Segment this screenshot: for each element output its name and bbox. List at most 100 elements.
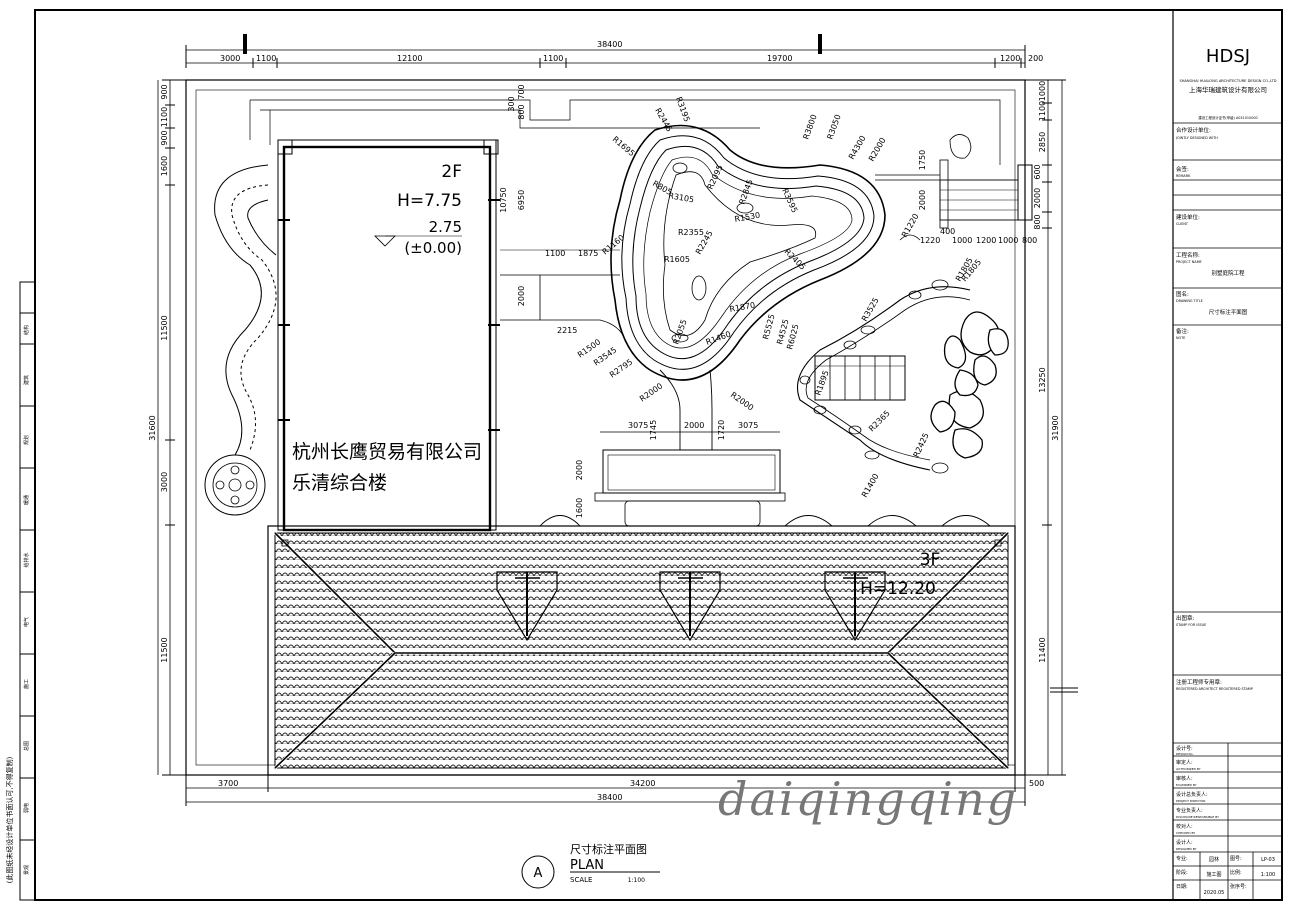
approval-label: 会签: [1176, 165, 1189, 173]
dim-right: 600 [1033, 164, 1042, 179]
row-label-en: PROJECT DIRECTOR [1176, 799, 1205, 803]
row-label: 审核人: [1176, 775, 1193, 782]
dim-right: 11400 [1038, 637, 1047, 662]
dim-radius: R3050 [825, 113, 842, 140]
strip-cell: 规划 [23, 435, 30, 445]
dim-right: 13250 [1038, 367, 1047, 392]
approval-label-en: REMARK [1176, 174, 1191, 178]
floor2-height: H=7.75 [397, 191, 462, 211]
dim-radius: R3105 [668, 191, 695, 204]
dim-interior: 3075 [738, 421, 758, 430]
dim-interior: 1220 [920, 236, 940, 245]
dim-radius: R1695 [611, 135, 637, 159]
dim-interior: 2000 [517, 286, 526, 306]
drawing-title-en: PLAN [570, 858, 604, 873]
scale-label-tb: 比例: [1230, 869, 1242, 876]
project-label: 工程名称: [1176, 251, 1200, 259]
strip-cell: 施工 [23, 679, 30, 689]
dim-radius: R3595 [780, 187, 799, 214]
strip-cell: 电气 [23, 617, 30, 627]
note-label: 备注: [1176, 327, 1189, 335]
dim-radius: R1460 [705, 330, 732, 347]
dim-radius: R4300 [847, 134, 868, 161]
dim-right: 2850 [1038, 132, 1047, 152]
stamp-label: 出图章: [1176, 614, 1195, 622]
left-strip: 结构 建筑 规划 暖通 给排水 电气 施工 总图 弱电 景观 (此图纸未经设计单… [5, 281, 36, 901]
title-block-text: HDSJ SHANGHAI HUALONG ARCHITECTURE DESIG… [1175, 46, 1277, 896]
floor2-label: 2F [441, 162, 462, 182]
dim-top: 1200 [1000, 54, 1020, 63]
client-label: 建设单位: [1176, 213, 1200, 221]
strip-cell: 建筑 [23, 375, 30, 385]
dim-interior: 1000 [998, 236, 1018, 245]
dim-top: 1100 [543, 54, 563, 63]
project-label-en: PROJECT NAME [1176, 260, 1202, 264]
dim-radius: R1400 [860, 472, 881, 499]
date-value: 2020.05 [1204, 890, 1225, 896]
watermark-signature: daiqingqing [718, 772, 1018, 826]
dim-radius: R3800 [801, 113, 818, 140]
dim-right: 1100 [1038, 101, 1047, 121]
dim-bottom: 34200 [630, 779, 655, 788]
dim-radius: R2355 [678, 228, 704, 237]
drawing-value: 尺寸标注平面图 [1209, 308, 1248, 316]
reg-stamp-label: 注册工程师专用章: [1176, 678, 1222, 686]
row-label: 校对人: [1176, 823, 1193, 830]
row-label-en: DISCIPLINE RESPONSIBLE BY [1176, 815, 1219, 819]
strip-cell: 暖通 [23, 495, 30, 505]
row-label: 专业负责人: [1176, 807, 1203, 814]
dim-top: 38400 [597, 40, 622, 49]
company-name: 杭州长鹰贸易有限公司 [292, 441, 482, 463]
building-2f [282, 145, 492, 532]
stage-label: 阶段: [1176, 869, 1188, 876]
dim-radius: R2365 [867, 409, 892, 434]
dim-left: 1600 [160, 156, 169, 176]
stamp-label-en: STAMP FOR ISSUE [1176, 623, 1206, 627]
scale-label: SCALE [570, 876, 592, 884]
dim-interior: 1600 [575, 498, 584, 518]
dim-left: 1100 [160, 107, 169, 127]
dim-top: 200 [1028, 54, 1043, 63]
strip-cell: 总图 [23, 741, 30, 751]
scale-value-tb: 1:100 [1261, 872, 1275, 878]
dim-interior: 1745 [649, 420, 658, 440]
dim-radius: R1895 [813, 369, 830, 396]
building-name: 乐清综合楼 [292, 472, 387, 494]
row-label-en: DESIGNED BY [1176, 847, 1197, 851]
dim-radius: R5525 [761, 313, 776, 340]
roof-3f [267, 525, 1016, 776]
reg-stamp-label-en: REGISTERED ARCHITECT REGISTERED STAMP [1176, 687, 1253, 691]
dim-interior: 10750 [499, 187, 508, 212]
dim-right: 31900 [1051, 415, 1060, 440]
dim-left: 11500 [160, 315, 169, 340]
dim-top: 3000 [220, 54, 240, 63]
floor2-zero: (±0.00) [404, 239, 462, 257]
strip-cell: 景观 [23, 865, 30, 875]
drawing-label: 图名: [1176, 290, 1189, 298]
dim-left: 3000 [160, 472, 169, 492]
dim-interior: 2000 [684, 421, 704, 430]
coop-label: 合作设计单位: [1176, 126, 1211, 134]
dim-interior: 2215 [557, 326, 577, 335]
floor3-height: H=12.20 [860, 579, 936, 599]
dim-right: 2000 [1033, 188, 1042, 208]
dim-radius: R2845 [737, 178, 754, 205]
coop-label-en: JOINTLY DESIGNED WITH [1175, 136, 1218, 140]
scale-value: 1:100 [628, 877, 645, 884]
dim-interior: 2000 [575, 460, 584, 480]
dim-bottom: 38400 [597, 793, 622, 802]
row-label-en: AUTHORIZED BY [1176, 767, 1201, 771]
dim-radius: R3525 [860, 296, 881, 323]
dim-radius: R2795 [608, 357, 634, 379]
date-label: 日期: [1176, 884, 1188, 890]
dim-right: 1750 [918, 150, 927, 170]
dim-interior: 6950 [517, 190, 526, 210]
project-value: 别墅庭院工程 [1211, 269, 1245, 277]
dim-top: 19700 [767, 54, 792, 63]
dim-interior: 1720 [717, 420, 726, 440]
row-label: 设计总负责人: [1176, 791, 1208, 798]
drawing-title-cn: 尺寸标注平面图 [570, 842, 647, 856]
row-label: 设计号: [1176, 745, 1193, 752]
dim-interior: 800 [517, 104, 526, 119]
